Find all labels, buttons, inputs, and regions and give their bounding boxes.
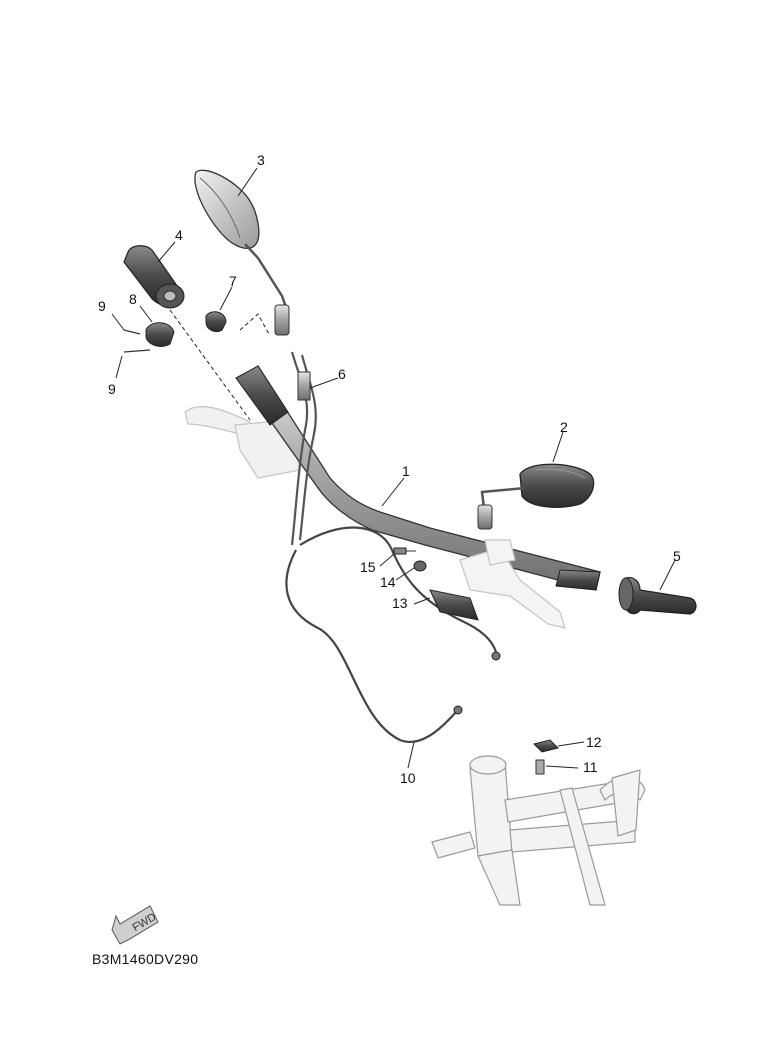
callout-13: 13	[392, 595, 408, 611]
callout-2: 2	[560, 419, 568, 435]
right-mirror	[477, 463, 595, 530]
throttle-housing	[205, 311, 227, 333]
callout-1: 1	[402, 463, 410, 479]
handlebar	[235, 365, 601, 591]
callout-4: 4	[175, 227, 183, 243]
cable-6	[290, 351, 317, 546]
callout-8: 8	[129, 291, 137, 307]
cable-end-6	[491, 651, 501, 661]
right-grip	[618, 577, 697, 615]
callout-numbers: 1 2 3 4 5 6 7 8 9 9 10 11 12 13 14 15	[98, 152, 681, 786]
left-grip	[123, 245, 185, 309]
frame-section	[431, 755, 646, 906]
document-code: B3M1460DV290	[92, 951, 199, 967]
nut-12	[533, 739, 559, 753]
right-lever-ghost	[459, 539, 566, 629]
callout-7: 7	[229, 273, 237, 289]
callout-6: 6	[338, 366, 346, 382]
bolt-15	[393, 547, 416, 555]
left-mirror	[194, 169, 290, 336]
switch-13	[429, 589, 479, 621]
cable-10	[285, 526, 498, 743]
callout-9-top: 9	[98, 298, 106, 314]
callout-10: 10	[400, 770, 416, 786]
callout-12: 12	[586, 734, 602, 750]
screws-9	[123, 329, 151, 353]
callout-15: 15	[360, 559, 376, 575]
throttle-cover	[145, 322, 175, 347]
callout-14: 14	[380, 574, 396, 590]
bolt-14	[413, 560, 427, 572]
fwd-arrow-icon: FWD	[111, 905, 159, 945]
bolt-11	[535, 759, 545, 775]
callout-3: 3	[257, 152, 265, 168]
cable-end-10	[453, 705, 463, 715]
callout-11: 11	[583, 759, 598, 775]
leader-lines	[111, 167, 676, 769]
callout-9-bottom: 9	[108, 381, 116, 397]
callout-5: 5	[673, 548, 681, 564]
